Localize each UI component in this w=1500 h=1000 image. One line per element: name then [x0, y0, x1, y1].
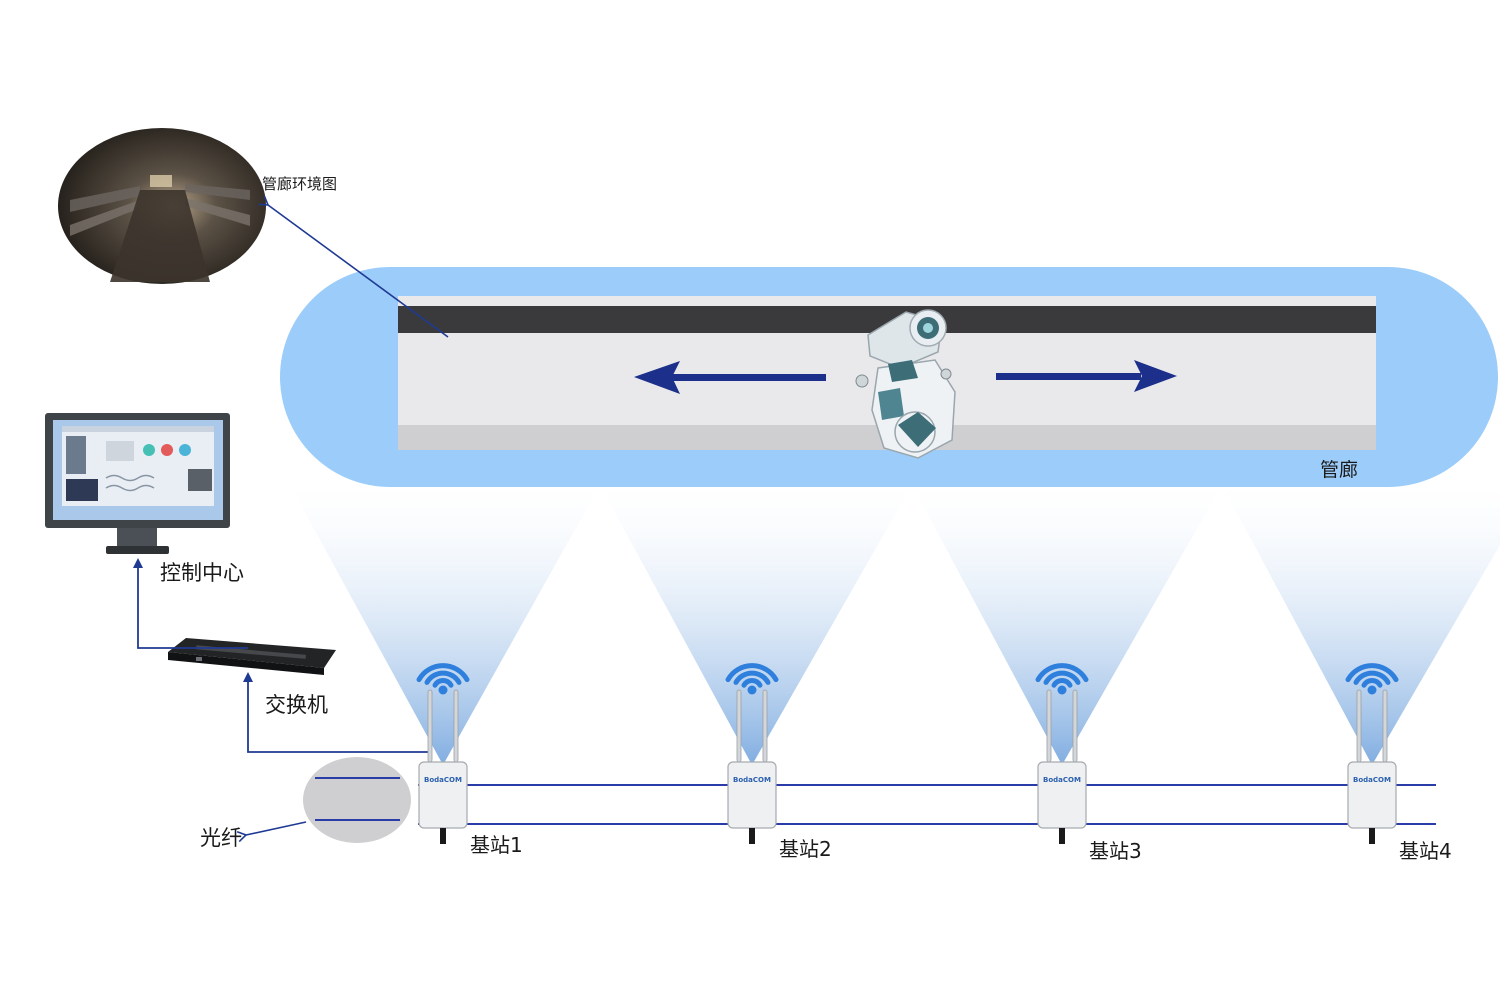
station-mount: [749, 828, 755, 844]
signal-beam-4: [1222, 485, 1500, 765]
antenna-right: [1382, 689, 1388, 763]
wifi-icon: [1345, 663, 1399, 695]
switch-label: 交换机: [265, 693, 328, 717]
base-station-label: 基站2: [779, 837, 832, 861]
base-station-4: BodaCOM 基站4: [1345, 663, 1452, 863]
signal-beam-2: [600, 485, 912, 765]
wifi-icon: [416, 663, 470, 695]
base-station-3: BodaCOM 基站3: [1035, 663, 1142, 863]
device-brand-text: BodaCOM: [733, 776, 771, 784]
base-station-1: BodaCOM 基站1: [416, 663, 523, 857]
corridor-environment-image: [58, 128, 266, 284]
station-body: [727, 761, 777, 829]
corridor: [280, 267, 1498, 487]
station-to-switch-link: [243, 672, 428, 753]
move-right-arrow: [996, 360, 1177, 392]
signal-beam-1: [290, 485, 600, 765]
station-body: [1037, 761, 1087, 829]
signal-beams: [290, 485, 1500, 765]
switch-to-control-link: [133, 558, 248, 649]
base-station-label: 基站4: [1399, 839, 1452, 863]
fiber-label: 光纤: [200, 826, 242, 850]
base-stations: BodaCOM 基站1 BodaCOM 基站2 BodaCOM 基站3 BodaCOM 基站4: [416, 663, 1452, 863]
base-station-label: 基站3: [1089, 839, 1142, 863]
inspection-robot-icon: [855, 309, 956, 459]
antenna-left: [427, 689, 433, 763]
antenna-left: [1046, 689, 1052, 763]
fiber-zoom-callout: [303, 757, 411, 843]
antenna-left: [1356, 689, 1362, 763]
device-brand-text: BodaCOM: [424, 776, 462, 784]
wifi-icon: [1035, 663, 1089, 695]
corridor-label: 管廊: [1320, 459, 1358, 481]
station-body: [418, 761, 468, 829]
fiber-pointer-line: [236, 821, 307, 843]
control-center-label: 控制中心: [160, 561, 244, 585]
corridor-env-label: 管廊环境图: [262, 175, 337, 193]
station-mount: [1369, 828, 1375, 844]
base-station-label: 基站1: [470, 833, 523, 857]
station-body: [1347, 761, 1397, 829]
antenna-right: [1072, 689, 1078, 763]
monitor-icon: [45, 413, 230, 554]
device-brand-text: BodaCOM: [1353, 776, 1391, 784]
antenna-right: [453, 689, 459, 763]
move-left-arrow: [634, 361, 826, 394]
env-pointer-line: [258, 195, 449, 338]
station-mount: [440, 828, 446, 844]
device-brand-text: BodaCOM: [1043, 776, 1081, 784]
wifi-icon: [725, 663, 779, 695]
network-switch-icon: [168, 638, 336, 675]
station-mount: [1059, 828, 1065, 844]
antenna-left: [736, 689, 742, 763]
antenna-right: [762, 689, 768, 763]
signal-beam-3: [912, 485, 1222, 765]
base-station-2: BodaCOM 基站2: [725, 663, 832, 861]
